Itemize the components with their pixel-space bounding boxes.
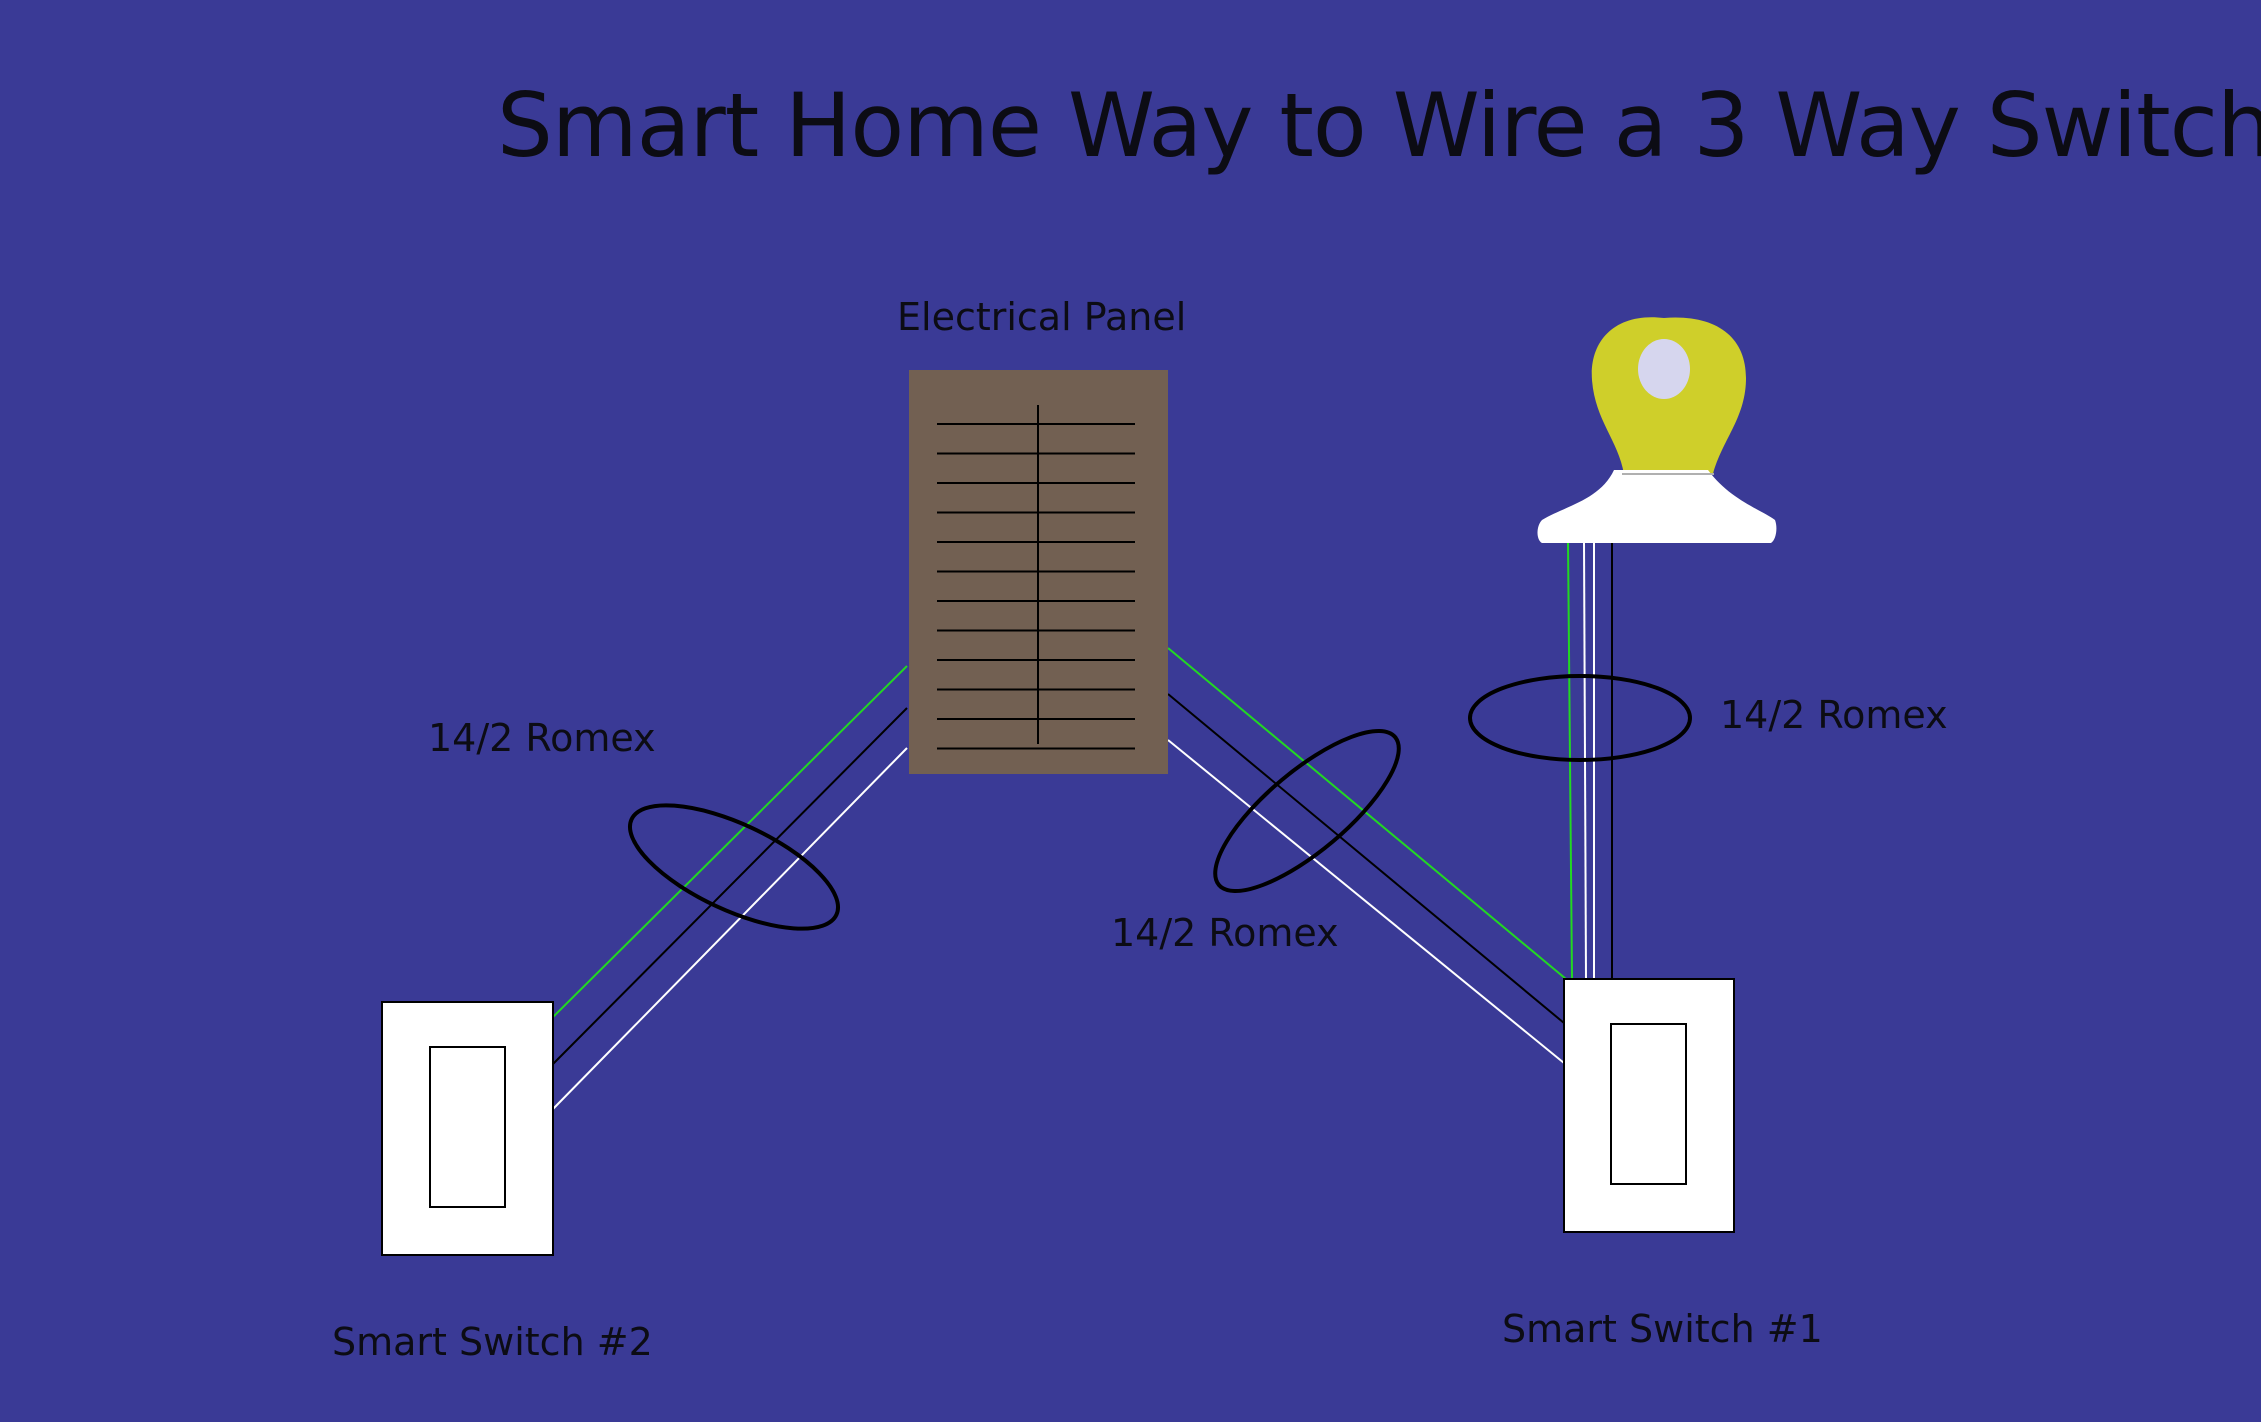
romex-label-left: 14/2 Romex: [428, 716, 656, 760]
neutral-wire-middle: [1167, 739, 1565, 1064]
wires-panel-to-switch-2: [550, 665, 908, 1110]
romex-label-right: 14/2 Romex: [1720, 693, 1948, 737]
wires-panel-to-switch-1: [1167, 647, 1567, 1064]
ground-wire-middle: [1167, 647, 1567, 980]
light-switch-icon: [381, 1001, 554, 1256]
light-switch-icon: [1563, 978, 1735, 1233]
ground-wire-left: [550, 665, 908, 1020]
romex-bundle-middle: [1213, 728, 1401, 894]
page-title: Smart Home Way to Wire a 3 Way Switch: [497, 74, 2261, 177]
neutral-wire-left: [552, 747, 908, 1110]
romex-bundle-right: [1468, 674, 1692, 762]
smart-switch-2-label: Smart Switch #2: [332, 1320, 653, 1364]
smart-switch-2-rocker: [429, 1046, 506, 1208]
electrical-panel-label: Electrical Panel: [897, 295, 1187, 339]
hot-wire-left: [552, 707, 908, 1065]
electrical-panel-icon: [909, 370, 1168, 774]
light-bulb-icon: [1537, 317, 1777, 543]
romex-label-middle: 14/2 Romex: [1111, 911, 1339, 955]
hot-wire-middle: [1167, 693, 1565, 1024]
smart-switch-1-label: Smart Switch #1: [1502, 1307, 1823, 1351]
romex-bundle-left: [627, 803, 841, 931]
smart-switch-1-rocker: [1610, 1023, 1687, 1185]
